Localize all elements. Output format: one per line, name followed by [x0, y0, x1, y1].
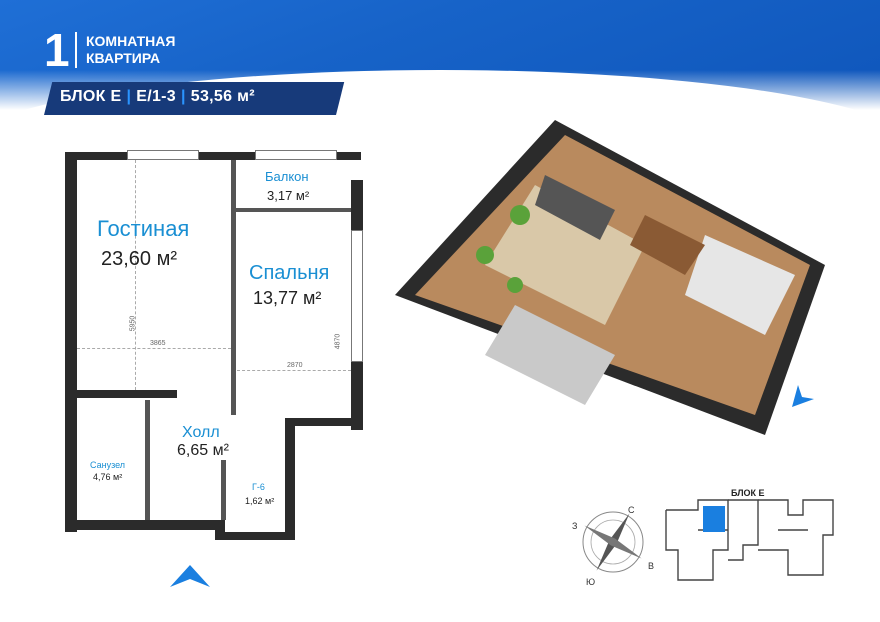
minimap-highlight-unit — [703, 506, 725, 532]
compass-south: Ю — [586, 577, 595, 587]
wall-bottom-mid — [215, 520, 225, 540]
dim-living-height: 5950 — [129, 315, 137, 332]
render-plant — [476, 246, 494, 264]
bathroom-name: Санузел — [90, 460, 126, 470]
hall-name: Холл — [182, 424, 220, 441]
header-divider — [75, 32, 77, 68]
wall-bottom-right — [285, 418, 363, 426]
wall-bath-top — [77, 390, 177, 398]
compass-icon: С Ю З В — [572, 505, 654, 587]
living-room-name: Гостиная — [97, 216, 190, 241]
compass-west: З — [572, 521, 577, 531]
wall-entry — [225, 532, 295, 540]
dim-bedroom-height: 4870 — [334, 333, 342, 350]
block-minimap — [665, 499, 834, 581]
wall-storage — [221, 460, 226, 520]
block-bar-text: БЛОК Е|Е/1-3|53,56 м² — [60, 88, 255, 105]
apartment-type: КОМНАТНАЯ КВАРТИРА — [86, 33, 175, 67]
entry-arrow-icon — [170, 565, 210, 587]
render-plant — [507, 277, 523, 293]
dim-bedroom-width: 2870 — [287, 362, 303, 369]
wall-left — [65, 152, 77, 532]
wall-bottom-left — [65, 520, 215, 530]
balcony-area: 3,17 м² — [267, 188, 310, 203]
render-bathroom — [685, 235, 795, 335]
window-living — [127, 150, 199, 160]
bedroom-area: 13,77 м² — [253, 288, 322, 308]
render-sofa — [535, 175, 615, 240]
apartment-number: 1 — [44, 24, 70, 76]
apartment-type-line1: КОМНАТНАЯ — [86, 33, 176, 49]
wall-bath-right — [145, 400, 150, 520]
dim-line-bedroom — [237, 370, 351, 372]
hall-area: 6,65 м² — [177, 442, 229, 459]
view-direction-arrow-icon — [792, 385, 814, 407]
apartment-3d-render — [395, 120, 825, 435]
dim-line-horizontal — [77, 348, 231, 350]
wall-hall-right — [285, 420, 295, 540]
bathroom-area: 4,76 м² — [93, 472, 123, 482]
minimap-label: БЛОК Е — [731, 488, 765, 498]
wall-balcony — [231, 208, 351, 212]
storage-name: Г-6 — [252, 482, 265, 492]
balcony-name: Балкон — [265, 169, 309, 184]
block-name: БЛОК Е — [60, 88, 122, 105]
storage-area: 1,62 м² — [245, 496, 275, 506]
living-room-area: 23,60 м² — [101, 248, 178, 270]
dim-line-vertical — [135, 160, 137, 390]
unit-number: Е/1-3 — [136, 88, 176, 105]
render-bed — [485, 305, 615, 405]
compass-east: В — [648, 561, 654, 571]
render-kitchen — [630, 215, 705, 275]
render-plant — [510, 205, 530, 225]
apartment-type-line2: КВАРТИРА — [86, 50, 161, 66]
window-balcony — [255, 150, 337, 160]
compass-north: С — [628, 505, 635, 515]
floor-plan: 5950 3865 2870 4870 Гостиная 23,60 м² Ба… — [55, 140, 375, 550]
window-bedroom — [351, 230, 363, 362]
wall-living-bedroom — [231, 160, 236, 415]
dim-living-width: 3865 — [150, 340, 166, 347]
total-area: 53,56 м² — [190, 88, 255, 105]
bedroom-name: Спальня — [249, 262, 330, 284]
